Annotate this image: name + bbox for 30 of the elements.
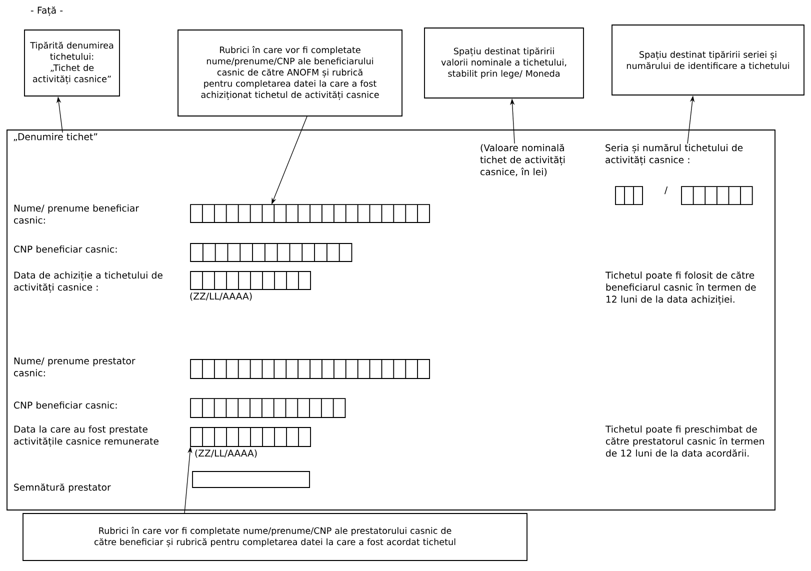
- letter-boxes: [190, 271, 311, 290]
- letter-boxes: [190, 427, 311, 447]
- letter-boxes: [615, 186, 643, 205]
- ticket-frame: [6, 130, 776, 510]
- form-text: „Denumire tichet”: [14, 133, 98, 142]
- form-label: Tichetul poate fi preschimbat de către prestatorul casnic în termen de 12 luni de la data acordării.: [605, 425, 764, 457]
- form-label: Tichetul poate fi folosit de către beneficiarul casnic în termen de 12 luni de la data achiziției.: [605, 271, 756, 305]
- form-label: Nume/ prenume prestator casnic:: [14, 357, 136, 376]
- form-label: Semnătură prestator: [14, 483, 111, 493]
- form-label: (ZZ/LL/AAAA): [195, 449, 257, 458]
- form-text: (Valoare nominală tichet de activități casnice, în lei): [480, 144, 565, 176]
- letter-boxes: [190, 243, 352, 262]
- form-label: CNP beneficiar casnic:: [14, 401, 117, 409]
- form-label: CNP beneficiar casnic:: [14, 245, 117, 253]
- form-text: Seria și numărul tichetului de activități casnice :: [606, 144, 743, 166]
- letter-boxes: [190, 359, 430, 379]
- form-label: - Față -: [30, 6, 63, 16]
- callout-box: Rubrici în care vor fi completate nume/prenume/CNP ale prestatorului casnic de către beneficiar și rubrică pentru completarea datei la care a fost acordat tichetul: [22, 513, 528, 561]
- callout-box: Spațiu destinat tipăririi seriei și numărului de identificare a tichetului: [612, 24, 804, 96]
- letter-boxes: [190, 398, 346, 418]
- callout-box: Spațiu destinat tipăririi valorii nominale a tichetului, stabilit prin lege/ Moneda: [424, 28, 584, 98]
- letter-boxes: [190, 204, 430, 223]
- form-label: Data la care au fost prestate activitățile casnice remunerate: [14, 425, 158, 447]
- letter-boxes: [192, 471, 310, 488]
- form-label: Nume/ prenume beneficiar casnic:: [14, 204, 139, 224]
- letter-boxes: [681, 186, 753, 205]
- callout-box: Rubrici în care vor fi completate nume/prenume/CNP ale beneficiarului casnic de către ANOFM și rubrică pentru completarea datei la care a fost achiziționat tichetul de activități casnice: [178, 30, 402, 116]
- form-label: Data de achiziție a tichetului de activități casnice :: [14, 271, 162, 293]
- form-label: /: [664, 186, 668, 194]
- callout-box: Tipărită denumirea tichetului: „Tichet de activități casnice”: [24, 30, 120, 96]
